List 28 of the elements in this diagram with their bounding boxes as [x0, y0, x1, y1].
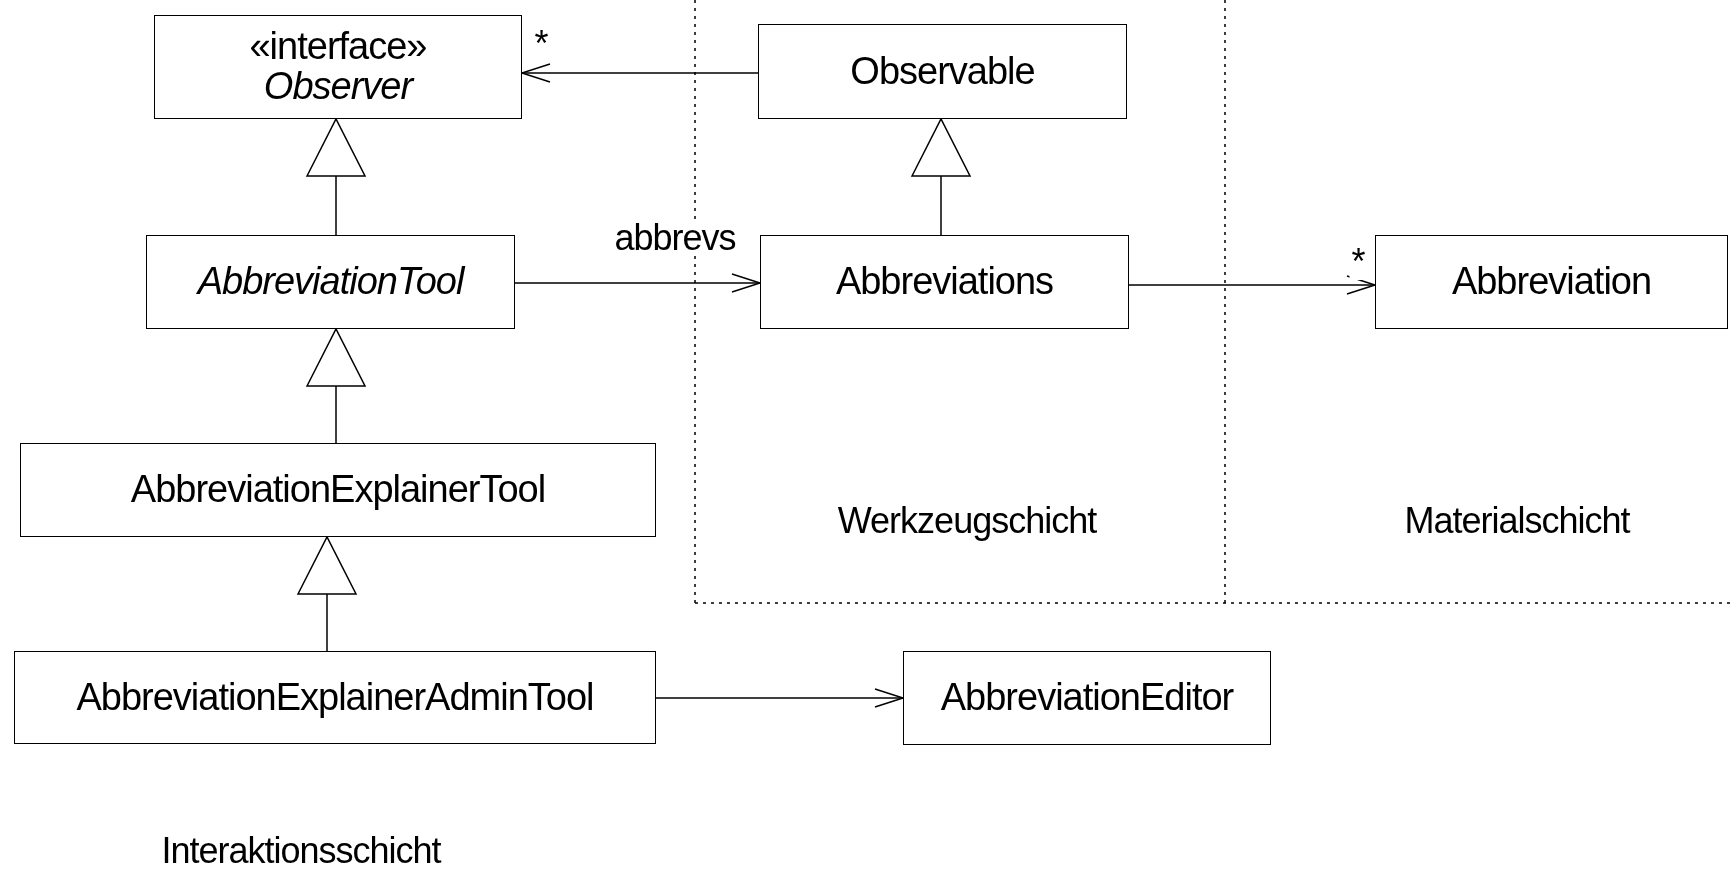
class-box — [154, 15, 522, 119]
association-arrow — [1128, 275, 1376, 295]
association-arrow — [655, 688, 904, 708]
layer-label: Werkzeugschicht — [837, 500, 1097, 542]
generalization-arrow — [297, 536, 357, 652]
generalization-arrow — [306, 328, 366, 444]
class-box — [20, 443, 656, 537]
association-arrow — [521, 63, 759, 83]
layer-label: Materialschicht — [1404, 500, 1630, 542]
generalization-arrow — [911, 118, 971, 236]
generalization-arrow — [306, 118, 366, 236]
class-box — [146, 235, 515, 329]
layer-label: Interaktionsschicht — [161, 830, 441, 870]
class-name: AbbreviationTool — [197, 262, 464, 302]
class-name: AbbreviationExplainerTool — [130, 470, 546, 510]
class-box — [760, 235, 1129, 329]
class-name: AbbreviationEditor — [940, 678, 1234, 718]
class-name: AbbreviationExplainerAdminTool — [76, 677, 594, 718]
class-name: Abbreviations — [835, 262, 1054, 302]
association-arrow — [514, 273, 761, 293]
class-name: Observer — [263, 67, 413, 107]
class-name: Observable — [850, 51, 1035, 92]
class-box — [758, 24, 1127, 119]
class-box — [1375, 235, 1728, 329]
stereotype: «interface» — [249, 27, 427, 67]
class-name: Abbreviation — [1451, 262, 1652, 302]
class-box — [903, 651, 1271, 745]
class-box — [14, 651, 656, 744]
